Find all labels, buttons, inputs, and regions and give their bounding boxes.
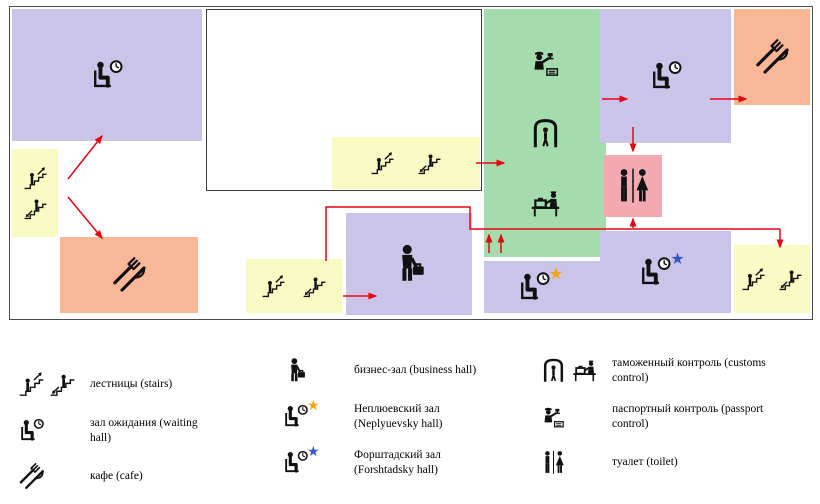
escalator-up-icon — [262, 274, 285, 297]
star-icon: ★ — [307, 443, 320, 460]
legend-label: Неплюевский зал (Neplyuevsky hall) — [354, 402, 443, 430]
legend-label: зал ожидания (waiting hall) — [90, 416, 198, 444]
legend-item-neplyuevsky-hall: ★ Неплюевский зал (Neplyuevsky hall) — [282, 398, 479, 435]
waiting-icon — [652, 61, 681, 89]
legend-item-business-hall: бизнес-зал (business hall) — [282, 352, 479, 389]
legend-label: паспортный контроль (passport control) — [612, 402, 764, 430]
flow-arrow — [67, 196, 103, 240]
legend-item-stairs: лестницы (stairs) — [18, 366, 205, 403]
zone-waiting-hall-upper-left — [12, 9, 202, 141]
legend: лестницы (stairs) зал ожидания (waiting … — [0, 344, 820, 489]
legend-item-cafe: кафе (cafe) — [18, 458, 205, 495]
cafe-icon — [756, 39, 789, 74]
legend-column-1: лестницы (stairs) зал ожидания (waiting … — [18, 366, 205, 504]
escalator-down-icon — [303, 276, 326, 297]
zone-cafe-upper-right — [734, 9, 810, 105]
passport-officer-icon — [544, 407, 564, 428]
toilet-icon — [545, 450, 564, 474]
legend-item-toilet: туалет (toilet) — [540, 444, 767, 481]
escalator-up-icon — [742, 267, 765, 290]
legend-item-customs-control: таможенный контроль (customs control) — [540, 352, 767, 389]
zone-toilet — [604, 155, 662, 217]
legend-label: таможенный контроль (customs control) — [612, 356, 766, 384]
star-icon: ★ — [307, 397, 320, 414]
legend-label: кафе (cafe) — [90, 470, 143, 483]
metal-detector-icon — [543, 358, 564, 382]
legend-label: Форштадский зал (Forshtadsky hall) — [354, 448, 441, 476]
zone-business-hall — [346, 213, 472, 315]
escalator-down-icon — [418, 153, 441, 174]
star-icon: ★ — [548, 264, 564, 283]
zone-waiting-hall-upper-right — [600, 9, 731, 143]
waiting-icon — [94, 60, 123, 88]
zone-stairs-center — [332, 137, 480, 189]
zone-stairs-lower-right — [734, 245, 810, 313]
legend-icons — [18, 371, 90, 398]
legend-icons — [282, 357, 354, 384]
customs-luggage-icon — [531, 191, 559, 217]
zone-stairs-lower-center — [246, 259, 342, 313]
legend-icons — [18, 417, 90, 444]
legend-icons — [18, 463, 90, 490]
legend-icons: ★ — [282, 399, 354, 430]
legend-label: лестницы (stairs) — [90, 378, 173, 391]
waiting-icon — [285, 404, 308, 427]
business-icon — [402, 244, 424, 281]
legend-icons — [540, 449, 612, 476]
zone-customs-control — [484, 9, 606, 257]
customs-luggage-icon — [573, 360, 596, 382]
legend-label: бизнес-зал (business hall) — [354, 364, 477, 377]
escalator-up-icon — [371, 151, 394, 174]
escalator-down-icon — [779, 269, 802, 290]
legend-column-3: таможенный контроль (customs control) па… — [540, 352, 767, 490]
zone-stairs-upper-left — [12, 149, 58, 237]
flow-arrow — [67, 134, 103, 180]
toilet-icon — [620, 168, 649, 203]
floor-plan: ★ ★ — [9, 6, 813, 320]
waiting-icon — [285, 450, 308, 473]
legend-icons — [540, 403, 612, 430]
legend-column-2: бизнес-зал (business hall) ★ Неплюевский… — [282, 352, 479, 490]
escalator-up-icon — [24, 166, 46, 189]
zone-forshtadsky-hall: ★ — [600, 231, 731, 313]
metal-detector-icon — [533, 118, 557, 147]
waiting-icon — [642, 257, 671, 285]
passport-officer-icon — [534, 52, 558, 77]
star-icon: ★ — [670, 249, 685, 268]
legend-label: туалет (toilet) — [612, 456, 678, 469]
legend-icons: ★ — [282, 445, 354, 476]
zone-cafe-lower-left — [60, 237, 198, 313]
escalator-up-icon — [19, 372, 44, 396]
legend-item-passport-control: паспортный контроль (passport control) — [540, 398, 767, 435]
zone-neplyuevsky-hall: ★ — [484, 261, 604, 313]
legend-icons — [540, 357, 612, 384]
legend-item-waiting-hall: зал ожидания (waiting hall) — [18, 412, 205, 449]
waiting-icon — [520, 272, 550, 300]
business-icon — [291, 358, 305, 382]
escalator-down-icon — [24, 198, 46, 219]
cafe-icon — [113, 257, 146, 292]
legend-item-forshtadsky-hall: ★ Форштадский зал (Forshtadsky hall) — [282, 444, 479, 481]
escalator-down-icon — [50, 374, 75, 396]
cafe-icon — [19, 463, 44, 489]
waiting-icon — [21, 418, 44, 441]
